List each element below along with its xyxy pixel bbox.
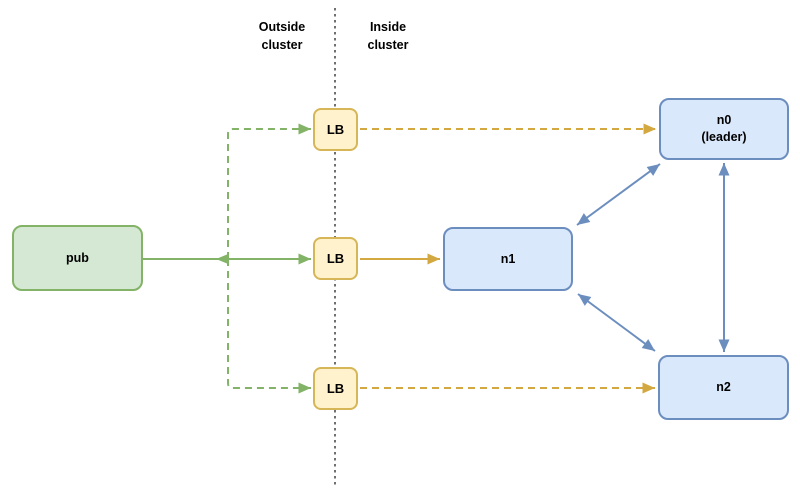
node-lb-bot: LB (313, 367, 358, 410)
edge-pub-lb-bot (227, 259, 311, 394)
outside-cluster-label: Outside cluster (258, 20, 306, 53)
node-lb-mid: LB (313, 237, 358, 280)
node-n0-leader: n0 (leader) (659, 98, 789, 160)
node-n2: n2 (658, 355, 789, 420)
inside-cluster-label: Inside cluster (367, 20, 409, 53)
edge-n1-n0 (576, 163, 661, 226)
node-lb-top: LB (313, 108, 358, 151)
edge-pub-lb-top (227, 123, 311, 259)
edge-pub-return-arrowhead (216, 254, 227, 264)
edge-n1-n2 (577, 293, 656, 352)
node-n1: n1 (443, 227, 573, 291)
node-pub: pub (12, 225, 143, 291)
